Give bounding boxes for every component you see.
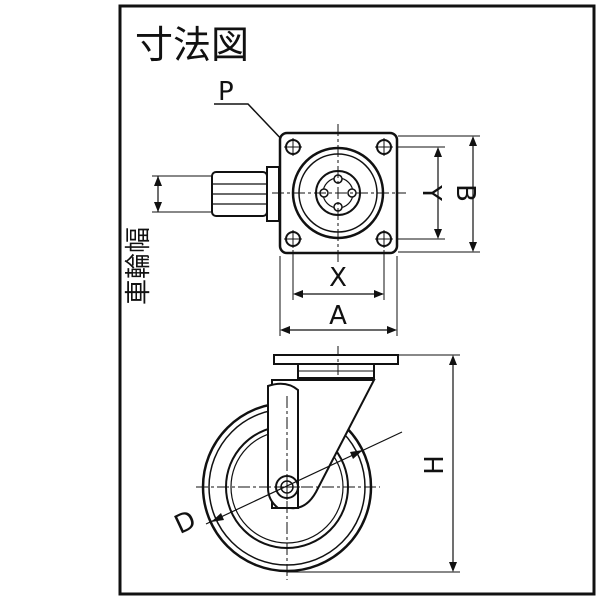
mount-plate xyxy=(273,354,399,365)
label-x: X xyxy=(329,263,347,293)
label-b: B xyxy=(450,184,480,202)
label-h: H xyxy=(420,455,450,475)
label-a: A xyxy=(329,301,347,331)
label-y: Y xyxy=(416,184,446,201)
dim-line-d xyxy=(205,431,403,525)
bolt-hole-bottom-left xyxy=(284,230,302,248)
bolt-hole-bottom-right xyxy=(375,230,393,248)
top-view: P xyxy=(124,77,480,336)
side-view: D H xyxy=(170,346,460,580)
bolt-hole-top-left xyxy=(284,138,302,156)
outer-frame xyxy=(118,4,596,596)
bolt-hole-top-right xyxy=(375,138,393,156)
stem-housing xyxy=(266,166,280,222)
label-p: P xyxy=(218,77,234,107)
drawing-title: 寸法図 xyxy=(135,23,249,67)
label-wheel-width: 車輪幅 xyxy=(124,227,154,305)
leader-p xyxy=(214,103,287,145)
label-d: D xyxy=(170,505,201,541)
